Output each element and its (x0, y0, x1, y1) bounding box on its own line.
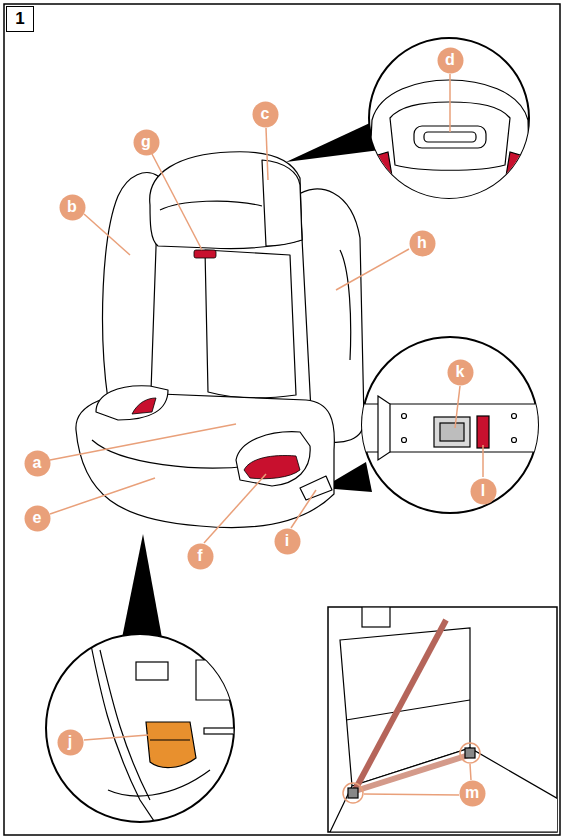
callout-circle-fill (24, 505, 50, 531)
callout-circle-fill (252, 101, 278, 127)
callout-letter: e (24, 505, 51, 532)
callout-circle-fill (24, 450, 50, 476)
figure-number-box: 1 (6, 6, 34, 32)
callout-letter: f (187, 543, 214, 570)
callout-letter: a (24, 450, 51, 477)
callout-letter-text: l (481, 482, 485, 500)
callout-circle-fill (437, 47, 463, 73)
callout-letter-text: i (285, 532, 289, 550)
callout-letter-text: a (33, 454, 42, 472)
callout-letter: g (133, 129, 160, 156)
callout-letter-text: c (261, 105, 270, 123)
callout-letter: m (459, 780, 486, 807)
callout-circle-fill (447, 359, 473, 385)
callout-letter: l (470, 478, 497, 505)
callout-circle-fill (470, 478, 496, 504)
callout-letter-text: h (417, 234, 427, 252)
callout-letter-text: k (456, 363, 465, 381)
callout-letter: b (59, 194, 86, 221)
callout-letter-text: e (33, 509, 42, 527)
callout-letter-text: f (197, 547, 202, 565)
callout-letter: h (409, 230, 436, 257)
callout-circle-fill (57, 729, 83, 755)
callout-letter-text: j (68, 733, 72, 751)
callout-letter: j (57, 729, 84, 756)
callout-letter: c (252, 101, 279, 128)
callout-letter: k (447, 359, 474, 386)
callout-letter-text: m (465, 784, 479, 802)
callout-letter-text: g (141, 133, 151, 151)
callout-circle-fill (59, 194, 85, 220)
callout-circle-fill (459, 780, 485, 806)
callout-circle-fill (133, 129, 159, 155)
callout-letter: i (274, 528, 301, 555)
figure-number: 1 (15, 10, 24, 28)
callout-circle-fill (187, 543, 213, 569)
callout-letter-text: b (67, 198, 77, 216)
callout-letter: d (437, 47, 464, 74)
callout-letter-text: d (445, 51, 455, 69)
callout-circle-fill (274, 528, 300, 554)
callout-circle-fill (409, 230, 435, 256)
